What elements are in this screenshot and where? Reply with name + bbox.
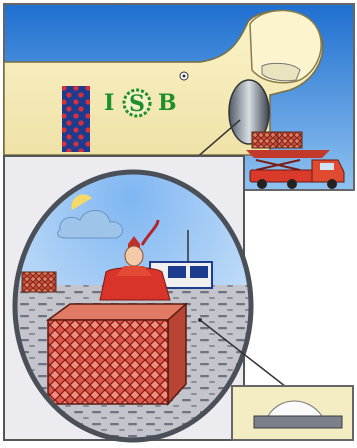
inset-detail [232, 386, 353, 440]
small-cargo-box [22, 272, 56, 292]
aircraft-nose-icon [250, 10, 321, 82]
logo-letter-right: B [158, 90, 177, 116]
detail-panel [4, 156, 251, 444]
cargo-box-icon [48, 304, 186, 404]
logo-letter-left: I [104, 90, 114, 116]
fuselage-band [62, 86, 90, 152]
logo-letter-center: S [129, 91, 145, 117]
cargo-container-icon [252, 132, 302, 148]
